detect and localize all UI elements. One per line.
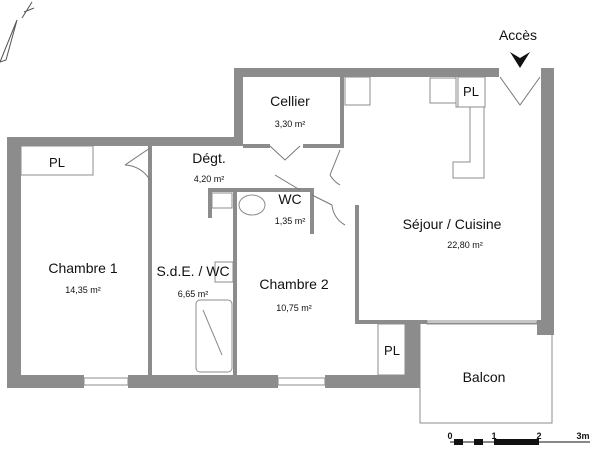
svg-text:1: 1 (491, 431, 496, 441)
svg-text:3m: 3m (576, 431, 589, 441)
svg-text:PL: PL (49, 155, 65, 170)
svg-text:Balcon: Balcon (463, 369, 506, 385)
doors (124, 76, 541, 226)
room-chambre-1: Chambre 1 14,35 m² (48, 260, 117, 295)
svg-text:WC: WC (278, 191, 301, 207)
windows (83, 320, 538, 386)
svg-text:Dégt.: Dégt. (192, 150, 225, 166)
closet-bottom: PL (377, 323, 406, 376)
room-chambre-2: Chambre 2 10,75 m² (259, 276, 328, 313)
sink-icon (429, 77, 457, 104)
svg-text:PL: PL (463, 84, 479, 99)
room-cellier: Cellier 3,30 m² (270, 93, 310, 129)
room-wc: WC 1,35 m² (275, 191, 306, 226)
svg-text:Chambre 1: Chambre 1 (48, 260, 117, 276)
room-sejour-cuisine: Séjour / Cuisine 22,80 m² (403, 216, 502, 250)
scale-bar: 0 1 2 3m (447, 431, 590, 445)
svg-text:10,75 m²: 10,75 m² (276, 303, 312, 313)
svg-text:S.d.E. / WC: S.d.E. / WC (156, 263, 229, 279)
storage-box (344, 76, 371, 106)
room-salle-d-eau-wc: S.d.E. / WC 6,65 m² (156, 263, 229, 299)
svg-text:Cellier: Cellier (270, 93, 310, 109)
svg-text:PL: PL (384, 343, 400, 358)
svg-text:Chambre 2: Chambre 2 (259, 276, 328, 292)
room-balcon: Balcon (463, 369, 506, 385)
room-degagement: Dégt. 4,20 m² (192, 150, 225, 184)
toilet-icon (238, 194, 266, 216)
closet-top-right: PL (457, 76, 486, 108)
closet-top-left: PL (20, 145, 94, 176)
svg-text:4,20 m²: 4,20 m² (194, 174, 225, 184)
svg-text:14,35 m²: 14,35 m² (65, 285, 101, 295)
svg-text:1,35 m²: 1,35 m² (275, 216, 306, 226)
svg-text:Séjour / Cuisine: Séjour / Cuisine (403, 216, 502, 232)
svg-text:6,65 m²: 6,65 m² (178, 289, 209, 299)
access-arrow-icon (510, 52, 530, 68)
north-arrow-icon (0, 1, 35, 63)
svg-text:22,80 m²: 22,80 m² (447, 240, 483, 250)
svg-text:2: 2 (536, 431, 541, 441)
svg-text:0: 0 (447, 431, 452, 441)
svg-text:3,30 m²: 3,30 m² (275, 119, 306, 129)
shower-icon (195, 299, 233, 373)
access-label: Accès (499, 27, 537, 43)
walls (7, 68, 554, 388)
